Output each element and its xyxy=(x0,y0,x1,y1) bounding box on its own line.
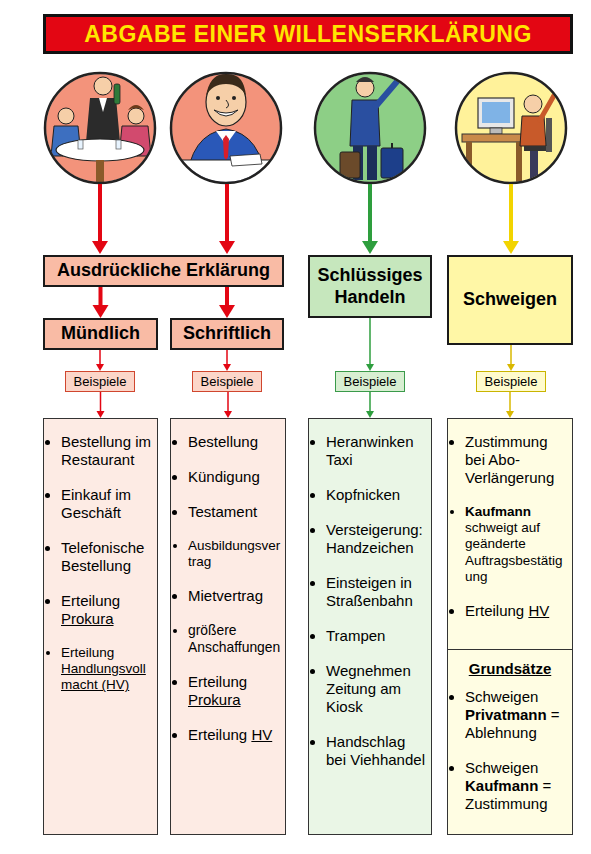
example-item: Einsteigen in Straßenbahn xyxy=(326,574,427,610)
examples-tag: Beispiele xyxy=(65,371,135,392)
arrow-head xyxy=(219,305,235,318)
title-band: ABGABE EINER WILLENSERKLÄRUNG xyxy=(43,14,573,54)
example-item: Kaufmann schweigt auf geänderte Auftrags… xyxy=(465,504,568,585)
example-item: Erteilung Prokura xyxy=(61,592,153,628)
circle-arrows xyxy=(92,184,519,254)
example-item: Kündigung xyxy=(188,468,281,486)
title-text: ABGABE EINER WILLENSERKLÄRUNG xyxy=(84,21,532,48)
subcategory-box: Mündlich xyxy=(43,318,158,350)
examples-tag: Beispiele xyxy=(476,371,546,392)
underlined-term: Prokura xyxy=(61,610,114,627)
connector xyxy=(219,287,235,318)
example-item: Erteilung HV xyxy=(465,602,568,620)
connector xyxy=(366,318,374,371)
connector-line xyxy=(369,318,371,365)
example-list: Bestellung im RestaurantEinkauf im Gesch… xyxy=(43,418,158,835)
connector-line xyxy=(509,392,511,412)
traveller-illustration xyxy=(310,70,430,190)
connector-line xyxy=(99,287,103,306)
writer-illustration xyxy=(166,70,286,190)
arrow-head xyxy=(366,364,374,371)
connector-line xyxy=(99,350,101,365)
examples-label: Beispiele xyxy=(344,374,397,389)
underlined-term: Prokura xyxy=(188,691,241,708)
example-item: Wegnehmen Zeitung am Kiosk xyxy=(326,662,427,716)
examples-label: Beispiele xyxy=(74,374,127,389)
subcategory-box: Schriftlich xyxy=(170,318,284,350)
connector xyxy=(366,392,374,418)
arrow-head xyxy=(366,411,374,418)
underlined-term: HV xyxy=(528,602,549,619)
connector xyxy=(97,392,105,418)
bold-term: Privatmann xyxy=(465,706,547,723)
example-item: Telefonische Bestellung xyxy=(61,539,153,575)
bold-term: Kaufmann xyxy=(465,504,531,519)
category-label: Schweigen xyxy=(463,289,557,311)
examples-label: Beispiele xyxy=(201,374,254,389)
examples-tag: Beispiele xyxy=(335,371,405,392)
connector-line xyxy=(510,345,512,365)
connector-line xyxy=(225,287,229,306)
example-item: Kopfnicken xyxy=(326,486,427,504)
principle-item: Schweigen Kaufmann = Zustimmung xyxy=(465,759,568,813)
example-list: Heranwinken TaxiKopfnickenVersteigerung:… xyxy=(308,418,432,835)
examples-tag: Beispiele xyxy=(192,371,262,392)
principles-heading: Grundsätze xyxy=(452,660,568,678)
example-item: Einkauf im Geschäft xyxy=(61,486,153,522)
connector xyxy=(506,392,514,418)
connector xyxy=(507,345,515,371)
arrow-head xyxy=(506,411,514,418)
example-item: Testament xyxy=(188,503,281,521)
arrow-head xyxy=(224,411,232,418)
office-illustration xyxy=(451,70,571,190)
category-label: Ausdrückliche Erklärung xyxy=(57,260,270,282)
bold-term: Kaufmann xyxy=(465,777,538,794)
example-item: Heranwinken Taxi xyxy=(326,433,427,469)
restaurant-illustration xyxy=(40,70,160,190)
example-item: Handschlag bei Viehhandel xyxy=(326,733,427,769)
example-item: Bestellung xyxy=(188,433,281,451)
arrow-head xyxy=(96,364,104,371)
connector xyxy=(93,287,109,318)
example-item: Trampen xyxy=(326,627,427,645)
category-box: Schlüssiges Handeln xyxy=(308,255,432,318)
subcategory-label: Schriftlich xyxy=(183,323,271,345)
category-box: Ausdrückliche Erklärung xyxy=(43,255,284,287)
category-label: Schlüssiges Handeln xyxy=(314,265,426,308)
principles-section: GrundsätzeSchweigen Privatmann = Ablehnu… xyxy=(448,649,572,834)
example-item: Erteilung Handlungsvollmacht (HV) xyxy=(61,645,153,694)
connector xyxy=(224,392,232,418)
connector xyxy=(96,350,104,371)
arrow-head xyxy=(223,364,231,371)
arrow-head xyxy=(97,411,105,418)
examples-label: Beispiele xyxy=(485,374,538,389)
connector-line xyxy=(100,392,102,412)
example-item: Zustimmung bei Abo-Verlängerung xyxy=(465,433,568,487)
principle-item: Schweigen Privatmann = Ablehnung xyxy=(465,688,568,742)
arrow-head xyxy=(507,364,515,371)
example-item: Bestellung im Restaurant xyxy=(61,433,153,469)
example-item: größere Anschaffungen xyxy=(188,622,281,655)
category-box: Schweigen xyxy=(447,255,573,345)
example-item: Erteilung Prokura xyxy=(188,673,281,709)
connector xyxy=(223,350,231,371)
arrow-head xyxy=(93,305,109,318)
connector-line xyxy=(227,392,229,412)
example-item: Versteigerung: Handzeichen xyxy=(326,521,427,557)
underlined-term: Handlungsvollmacht (HV) xyxy=(61,661,146,692)
example-item: Ausbildungsvertrag xyxy=(188,538,281,570)
example-list: BestellungKündigungTestamentAusbildungsv… xyxy=(170,418,286,835)
underlined-term: HV xyxy=(251,726,272,743)
connector-line xyxy=(226,350,228,365)
connector-line xyxy=(369,392,371,412)
subcategory-label: Mündlich xyxy=(61,323,140,345)
example-list: Zustimmung bei Abo-VerlängerungKaufmann … xyxy=(447,418,573,835)
example-item: Mietvertrag xyxy=(188,587,281,605)
example-item: Erteilung HV xyxy=(188,726,281,744)
